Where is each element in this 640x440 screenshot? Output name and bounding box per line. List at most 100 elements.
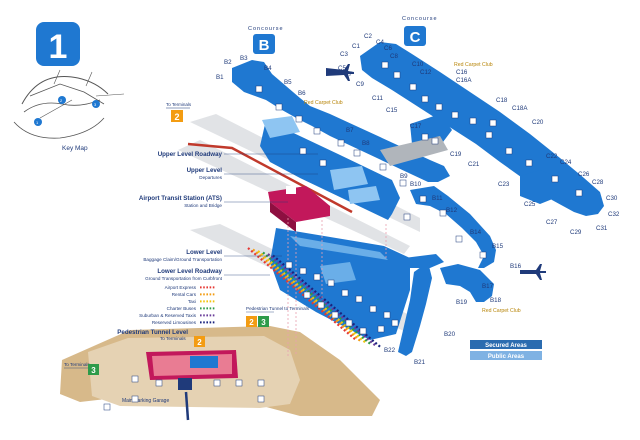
gate-label: C16A bbox=[456, 77, 472, 84]
gate-label: C27 bbox=[546, 219, 558, 226]
amenity-icon bbox=[317, 301, 325, 309]
amenity-icon bbox=[213, 379, 221, 387]
gate-label: B7 bbox=[346, 127, 354, 134]
gate-label: C32 bbox=[608, 211, 620, 218]
to-terminals-number: 2 bbox=[174, 112, 179, 122]
amenity-icon bbox=[391, 319, 399, 327]
amenity-icon bbox=[303, 291, 311, 299]
amenity-icon bbox=[369, 305, 377, 313]
amenity-icon bbox=[313, 273, 321, 281]
amenity-icon bbox=[337, 139, 345, 147]
gate-label: C28 bbox=[592, 179, 604, 186]
terminal-number-badge: 1 bbox=[36, 22, 80, 66]
gate-label: B9 bbox=[400, 173, 408, 180]
gate-label: C23 bbox=[498, 181, 510, 188]
gate-label: B3 bbox=[240, 55, 248, 62]
amenity-icon bbox=[327, 279, 335, 287]
to-terminals-label: To Terminals bbox=[166, 102, 192, 107]
gate-label: C7 bbox=[344, 71, 352, 78]
amenity-icon bbox=[439, 209, 447, 217]
amenity-icon bbox=[403, 213, 411, 221]
gate-label: B16 bbox=[510, 263, 522, 270]
amenity-icon bbox=[341, 289, 349, 297]
gate-label: B20 bbox=[444, 331, 456, 338]
secured-areas-label: Secured Areas bbox=[485, 343, 527, 349]
tunnel-sign-number: 3 bbox=[261, 318, 266, 327]
amenity-icon bbox=[299, 147, 307, 155]
upper-level-title: Upper Level bbox=[187, 167, 223, 174]
amenity-icon bbox=[399, 179, 407, 187]
ats-station bbox=[268, 186, 330, 232]
lower-roadway-title: Lower Level Roadway bbox=[157, 268, 222, 275]
amenity-icon bbox=[551, 175, 559, 183]
tunnel-sign-left: To Terminals 2 bbox=[160, 336, 205, 347]
gate-label: C6 bbox=[384, 45, 392, 52]
pedestrian-tunnel-level bbox=[60, 326, 380, 421]
amenity-icon bbox=[451, 111, 459, 119]
amenity-icon bbox=[331, 311, 339, 319]
red-carpet-club-label: Red Carpet Club bbox=[304, 100, 343, 106]
amenity-icon bbox=[409, 83, 417, 91]
gate-label: C10 bbox=[412, 61, 424, 68]
pedestrian-tunnel-label: Pedestrian Tunnel Level bbox=[117, 329, 188, 336]
amenity-icon bbox=[255, 85, 263, 93]
gate-labels: B1B2B3B4B5B6B7B8B9B10B11B12B14B15B16B17B… bbox=[216, 33, 620, 366]
upper-level-sub: Departures bbox=[199, 175, 222, 180]
amenity-icon bbox=[257, 379, 265, 387]
ground-transport-label: Airport Express bbox=[165, 285, 197, 290]
gate-label: C31 bbox=[596, 225, 608, 232]
amenity-icon bbox=[345, 319, 353, 327]
vertical-connectors bbox=[287, 218, 387, 356]
concourse-c-heading-text: Concourse bbox=[402, 16, 438, 22]
tunnel-sign-text: Pedestrian Tunnel to Terminals bbox=[246, 306, 310, 311]
amenity-icon bbox=[235, 379, 243, 387]
secured-areas-swatch bbox=[470, 340, 542, 349]
amenity-icon bbox=[525, 159, 533, 167]
amenity-icon bbox=[431, 137, 439, 145]
gate-label: C5 bbox=[338, 65, 346, 72]
terminal-number: 1 bbox=[49, 28, 68, 66]
gate-label: B5 bbox=[284, 79, 292, 86]
gate-label: C21 bbox=[468, 161, 480, 168]
gate-label: B4 bbox=[264, 65, 272, 72]
amenity-icon bbox=[421, 95, 429, 103]
gate-label: C2 bbox=[364, 33, 372, 40]
gate-label: B18 bbox=[490, 297, 502, 304]
public-area bbox=[262, 116, 380, 204]
amenity-icons bbox=[103, 61, 583, 411]
amenity-icon bbox=[575, 189, 583, 197]
amenity-icon bbox=[257, 395, 265, 403]
gate-label: B14 bbox=[470, 229, 482, 236]
gate-label: C29 bbox=[570, 229, 582, 236]
airplane-icon bbox=[326, 64, 354, 81]
ground-transport-lane bbox=[247, 247, 357, 341]
ground-transport-lane bbox=[267, 253, 377, 347]
public-areas-label: Public Areas bbox=[488, 354, 525, 360]
amenity-icon bbox=[359, 327, 367, 335]
gate-label: C16 bbox=[456, 69, 468, 76]
gate-label: B12 bbox=[446, 207, 458, 214]
amenity-icon bbox=[393, 71, 401, 79]
concourse-b-letter: B bbox=[259, 37, 270, 54]
lower-level-sub: Baggage Claim/Ground Transportation bbox=[143, 257, 222, 262]
gate-label: B1 bbox=[216, 74, 224, 81]
svg-text:1: 1 bbox=[36, 120, 39, 125]
amenity-icon bbox=[485, 131, 493, 139]
gate-label: B17 bbox=[482, 283, 494, 290]
amenity-icon bbox=[421, 133, 429, 141]
airplane-icon bbox=[520, 264, 546, 280]
gate-label: B11 bbox=[432, 195, 443, 202]
gate-label: C22 bbox=[546, 153, 558, 160]
amenity-icon bbox=[377, 325, 385, 333]
gate-label: C12 bbox=[420, 69, 432, 76]
amenity-icon bbox=[103, 403, 111, 411]
gate-label: C20 bbox=[532, 119, 544, 126]
amenity-icon bbox=[469, 117, 477, 125]
amenity-icon bbox=[383, 311, 391, 319]
gate-label: C19 bbox=[450, 151, 462, 158]
concourse-c-letter: C bbox=[410, 29, 421, 46]
ground-transport-label: Rental Cars bbox=[172, 292, 197, 297]
concourse-b-heading: Concourse B bbox=[248, 26, 283, 54]
amenity-icon bbox=[455, 235, 463, 243]
